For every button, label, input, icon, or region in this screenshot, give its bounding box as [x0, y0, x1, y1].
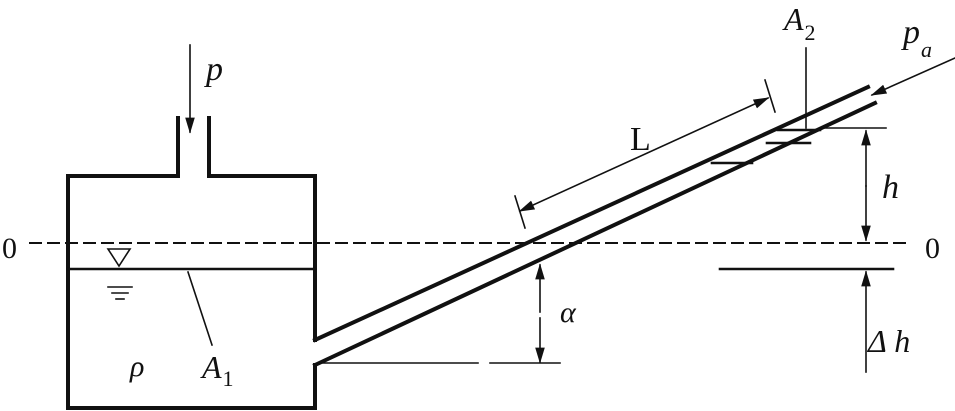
- tank: [66, 116, 317, 410]
- delta-height-dimension: [718, 267, 895, 373]
- ambient-pressure-arrow: [870, 57, 955, 97]
- area-tank-label: A1: [200, 349, 234, 391]
- pressure-label: p: [204, 51, 223, 88]
- density-label: ρ: [129, 350, 144, 383]
- length-dimension: [513, 78, 777, 230]
- area-tank-leader: [186, 270, 214, 347]
- area-tube-label: A2: [782, 1, 816, 45]
- datum-label-right: 0: [925, 232, 940, 265]
- ambient-pressure-label: pa: [901, 14, 932, 62]
- height-dimension: [819, 127, 887, 242]
- datum-label-left: 0: [2, 232, 17, 265]
- height-label: h: [882, 169, 899, 206]
- angle-label: α: [560, 296, 577, 329]
- delta-height-label: Δ h: [866, 323, 910, 359]
- free-surface-symbol: [106, 248, 133, 300]
- inclined-tube: [312, 84, 878, 368]
- length-label: L: [630, 121, 651, 158]
